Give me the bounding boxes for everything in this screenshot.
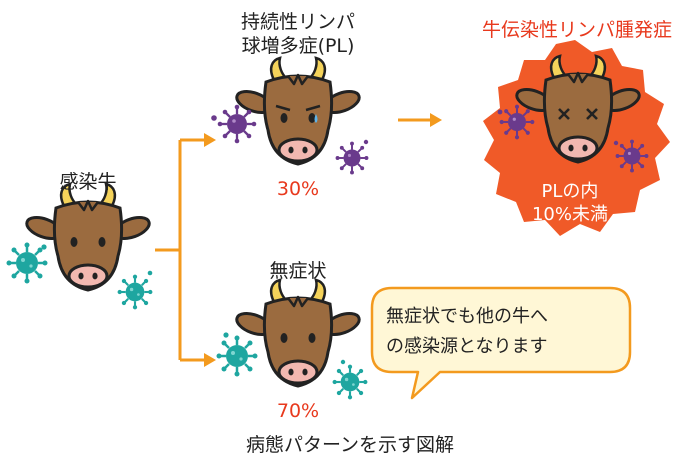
virus-icon — [211, 103, 370, 176]
cow-icon — [512, 54, 644, 164]
virus-icon — [497, 103, 650, 174]
cow-icon — [232, 56, 364, 166]
lymphoma-text-line1: PLの内 — [541, 181, 599, 202]
cow-icon — [22, 182, 154, 292]
virus-icon — [5, 241, 154, 311]
caption: 病態パターンを示す図解 — [245, 434, 455, 456]
persistent-percent: 30% — [276, 178, 320, 200]
lymphoma-label: 牛伝染性リンパ腫発症 — [481, 19, 672, 41]
asymptomatic-percent: 70% — [276, 400, 320, 422]
persistent-label-line2: 球増多症(PL) — [241, 35, 355, 57]
virus-icon — [215, 332, 369, 401]
branch-arrows — [155, 118, 430, 362]
lymphoma-text: PLの内 10%未満 — [510, 180, 630, 226]
arrow-icon — [204, 113, 442, 367]
speech-bubble-line2: の感染源となります — [386, 336, 548, 357]
speech-bubble-icon — [370, 286, 632, 400]
lymphoma-text-line2: 10%未満 — [531, 204, 608, 225]
asymptomatic-label: 無症状 — [269, 260, 327, 282]
cow-icon — [232, 278, 364, 388]
speech-bubble-line1: 無症状でも他の牛へ — [386, 306, 548, 327]
infected-cow-label: 感染牛 — [59, 171, 117, 193]
persistent-label-line1: 持続性リンパ — [240, 11, 355, 33]
speech-bubble-text: 無症状でも他の牛へ の感染源となります — [386, 302, 614, 362]
